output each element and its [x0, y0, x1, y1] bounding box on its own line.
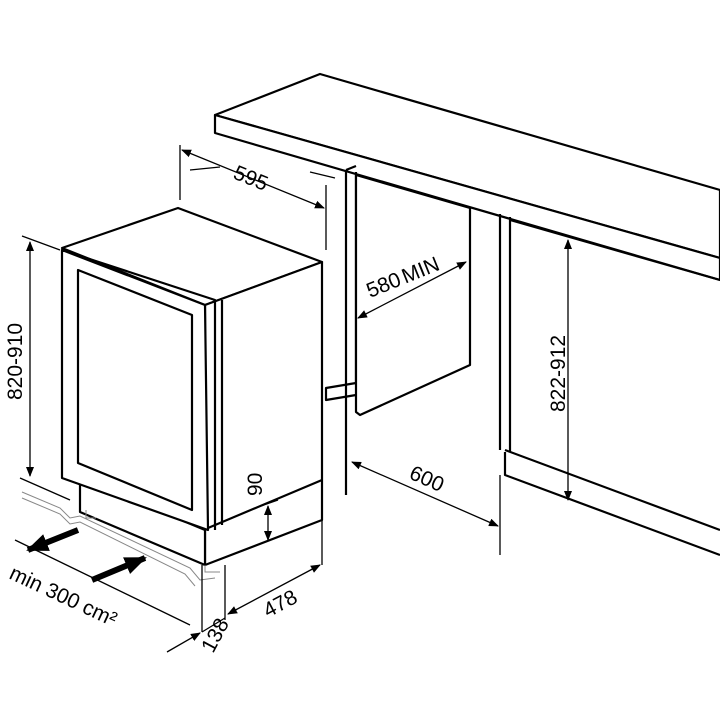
label-height-cabinet: 822-912	[547, 335, 570, 412]
countertop	[213, 72, 720, 282]
recess-rail	[324, 381, 357, 402]
dim-height-appliance	[21, 235, 61, 477]
dim-cabinet-depth	[351, 461, 501, 555]
label-cabinet-depth: 600	[406, 462, 447, 497]
label-height-appliance: 820-910	[4, 323, 27, 400]
dim-plinth-height	[254, 499, 279, 541]
label-plinth-height: 90	[244, 473, 267, 496]
air-out-arrow-icon	[26, 527, 80, 553]
dim-side-depth	[224, 520, 323, 620]
right-cabinet	[498, 214, 720, 557]
dim-depth-min	[357, 261, 467, 319]
left-cabinet-panel	[344, 164, 358, 495]
label-width: 595	[230, 161, 271, 195]
air-in-arrow-icon	[90, 555, 147, 583]
dim-plinth-depth	[166, 565, 226, 653]
dim-width	[179, 145, 336, 250]
appliance	[60, 206, 324, 573]
label-side-depth: 478	[260, 586, 302, 623]
ventilation-grille	[14, 477, 216, 626]
